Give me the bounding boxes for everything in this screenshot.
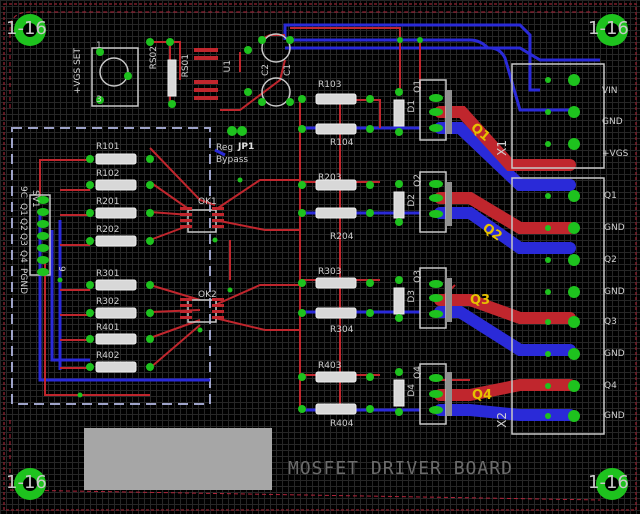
label-r404: R404 [330,419,354,429]
x1-pin-vin: VIN [602,86,618,96]
label-pot-pin1: 1 [96,41,102,51]
label-ok2: OK2 [198,290,217,300]
label-jp1: JP1 [238,142,255,152]
label-r204: R204 [330,232,354,242]
label-r103: R103 [318,80,342,90]
x2-pin-q4: Q4 [604,381,617,391]
header-pin-q2: Q2 [18,218,28,231]
header-pin-q4: Q4 [18,250,28,263]
header-pin-q3: Q3 [18,233,28,246]
label-r304: R304 [330,325,354,335]
label-x2: X2 [495,412,509,428]
mount-hole-label-tr: 1-16 [588,18,629,39]
label-q3: Q3 [413,270,423,283]
label-r102: R102 [96,169,120,179]
label-r303: R303 [318,267,342,277]
mount-hole-label-bl: 1-16 [6,472,47,493]
x2-pin-gnd4: GND [604,411,625,421]
x2-pin-gnd3: GND [604,349,625,359]
resistor-bodies [95,59,405,415]
label-r302: R302 [96,297,120,307]
trace-label-q4: Q4 [472,388,493,403]
label-bypass: Bypass [216,155,249,165]
x1-pin-gnd: GND [602,117,623,127]
label-ok1: OK1 [198,197,217,207]
mount-hole-label-tl: 1-16 [6,18,47,39]
label-d4: D4 [407,384,417,397]
label-q2: Q2 [413,174,423,187]
pads [37,36,580,422]
label-d2: D2 [407,194,417,207]
transistor-tabs [446,90,452,416]
header-pin-9: 9 [56,266,66,272]
vias [57,177,243,398]
x2-pin-q1: Q1 [604,191,617,201]
label-x1: X1 [495,140,509,156]
label-r201: R201 [96,197,120,207]
label-area [84,428,272,490]
label-d1: D1 [407,100,417,113]
label-sv1: SV1 [30,190,40,208]
label-r401: R401 [96,323,120,333]
label-r104: R104 [330,138,354,148]
label-d3: D3 [407,290,417,303]
label-u1: U1 [223,60,233,73]
bottom-power-traces [434,122,576,421]
label-pot-pin3: 3 [96,95,102,105]
mount-hole-label-br: 1-16 [588,472,629,493]
label-r202: R202 [96,225,120,235]
x1-pin-vgs: +VGS [602,149,629,159]
header-pin-q1: Q1 [18,203,28,216]
x2-pin-gnd2: GND [604,287,625,297]
x2-pin-q3: Q3 [604,317,617,327]
opto-module-frame [11,127,211,405]
label-rs02: RS02 [149,46,159,70]
board-outline [3,3,637,511]
label-q4: Q4 [413,366,423,379]
label-q1: Q1 [413,80,423,93]
label-vgs-set: +VGS SET [73,48,83,95]
board-title: MOSFET DRIVER BOARD [288,458,513,479]
x2-pin-q2: Q2 [604,255,617,265]
label-reg: Reg [216,143,234,153]
label-rs01: RS01 [181,54,191,78]
header-pin-9c: 9C [18,186,28,199]
smd-pads [180,48,224,319]
label-r402: R402 [96,351,120,361]
header-pin-pgnd: PGND [18,268,28,295]
trace-label-q3: Q3 [470,293,491,308]
label-r203: R203 [318,173,342,183]
mounting-holes [14,14,628,500]
label-r403: R403 [318,361,342,371]
x2-pin-gnd1: GND [604,223,625,233]
label-r301: R301 [96,269,120,279]
label-r101: R101 [96,142,120,152]
label-c1: C1 [283,64,293,77]
label-c2: C2 [261,64,271,77]
